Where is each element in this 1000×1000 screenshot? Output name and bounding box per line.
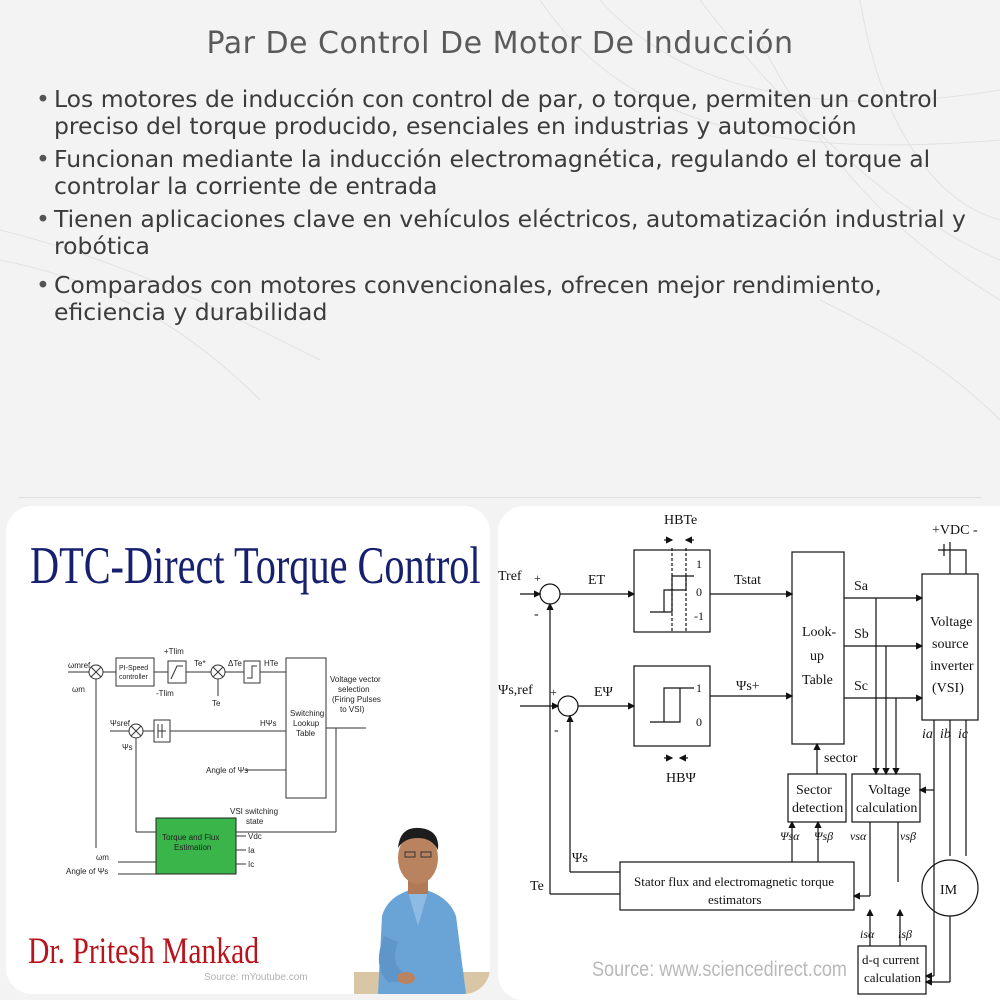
voltage-vector-label: Voltage vector — [330, 675, 381, 684]
svg-text:-: - — [554, 723, 559, 738]
to-vsi-label: to VSI) — [340, 705, 365, 714]
i-s-alpha-label: isα — [860, 927, 875, 941]
pi-speed-label: PI-Speed — [119, 665, 148, 672]
current-ia-label: ia — [922, 727, 933, 742]
sector-detection-label-1: Sector — [796, 783, 832, 798]
hyst-t-level-minus1: -1 — [694, 609, 704, 623]
v-s-beta-label: vsβ — [900, 829, 916, 843]
estimators-label-2: estimators — [708, 892, 761, 907]
sector-detection-label-2: detection — [792, 801, 843, 816]
switching-label: Switching — [290, 709, 324, 718]
motor-im-label: IM — [940, 883, 958, 898]
vdc-input-label: Vdc — [248, 832, 262, 841]
vdc-label: +VDC - — [932, 523, 978, 538]
lookup-label: Lookup — [293, 719, 320, 728]
psi-s-alpha-label: Ψsα — [780, 829, 800, 843]
svg-text:+: + — [534, 571, 541, 585]
switch-sb-label: Sb — [854, 627, 869, 642]
bullet-item: Los motores de inducción con control de … — [36, 86, 976, 140]
dq-label-1: d-q current — [862, 952, 920, 967]
table-label: Table — [296, 729, 316, 738]
dtc-heading: DTC-Direct Torque Control — [30, 537, 481, 595]
hyst-psi-level-1: 1 — [696, 681, 702, 695]
vsi-label-2: source — [932, 637, 969, 652]
omega-m-label: ωm — [72, 685, 85, 694]
dq-label-2: calculation — [864, 970, 922, 985]
plus-tlim-label: +Tlim — [164, 647, 184, 656]
svg-text:+: + — [550, 685, 557, 699]
vsi-label-4: (VSI) — [932, 681, 964, 696]
i-s-beta-label: isβ — [898, 927, 912, 941]
estimator-label-2: Estimation — [174, 843, 211, 852]
selection-label: selection — [338, 685, 370, 694]
delta-te-label: ΔTe — [228, 659, 242, 668]
vsi-switching-label: VSI switching — [230, 807, 278, 816]
hb-te-label: HBTe — [664, 513, 697, 528]
hyst-t-level-0: 0 — [696, 585, 702, 599]
estimator-label-1: Torque and Flux — [162, 833, 219, 842]
bullet-item: Tienen aplicaciones clave en vehículos e… — [36, 206, 976, 260]
angle-psi-label: Angle of Ψs — [206, 766, 248, 775]
bullet-item: Comparados con motores convencionales, o… — [36, 272, 976, 326]
lookup-label-1: Look- — [802, 625, 837, 640]
t-stat-label: Tstat — [734, 573, 761, 588]
te-feedback-label-right: Te — [530, 879, 544, 894]
minus-tlim-label: -Tlim — [156, 689, 174, 698]
bullet-item: Funcionan mediante la inducción electrom… — [36, 146, 976, 200]
estimators-label-1: Stator flux and electromagnetic torque — [634, 874, 834, 889]
omega-mref-label: ωmref — [68, 661, 91, 670]
sector-label: sector — [824, 751, 858, 766]
te-feedback-label: Te — [212, 699, 221, 708]
voltage-calc-label-2: calculation — [856, 801, 917, 816]
author-name: Dr. Pritesh Mankad — [28, 931, 260, 972]
source-caption-left: Source: mYoutube.com — [204, 972, 308, 983]
omega-m-output-label: ωm — [96, 853, 109, 862]
presenter-photo — [348, 796, 490, 994]
psi-s-feedback-label: Ψs — [572, 851, 588, 866]
voltage-calc-label-1: Voltage — [868, 783, 911, 798]
psi-sref-label: Ψsref — [110, 719, 131, 728]
vsi-label-3: inverter — [930, 659, 974, 674]
vsi-state-label: state — [246, 817, 264, 826]
svg-text:-: - — [534, 607, 539, 622]
hyst-psi-level-0: 0 — [696, 715, 702, 729]
vsi-label-1: Voltage — [930, 615, 973, 630]
dtc-block-diagram: ωmref ωm PI-Speed controller +Tlim -Tlim… — [66, 647, 381, 876]
switch-sa-label: Sa — [854, 579, 869, 594]
angle-psi-output-label: Angle of Ψs — [66, 867, 108, 876]
dtc-schematic-panel: Tref + - ET HBTe 1 0 -1 Tstat Ψs,ref + -… — [498, 506, 1000, 1000]
hyst-t-level-1: 1 — [696, 557, 702, 571]
e-psi-label: EΨ — [594, 685, 614, 700]
lookup-label-3: Table — [802, 673, 833, 688]
page-title: Par De Control De Motor De Inducción — [206, 26, 794, 61]
ic-input-label: Ic — [248, 860, 254, 869]
pi-controller-label: controller — [119, 674, 148, 681]
psi-s-beta-label: Ψsβ — [814, 829, 833, 843]
te-star-label: Te* — [194, 659, 206, 668]
dtc-schematic-diagram: Tref + - ET HBTe 1 0 -1 Tstat Ψs,ref + -… — [498, 513, 979, 995]
psi-s-label: Ψs — [122, 743, 133, 752]
h-psi-label: HΨs — [260, 719, 276, 728]
lookup-label-2: up — [810, 649, 824, 664]
divider — [18, 497, 982, 498]
dtc-thumbnail-panel: DTC-Direct Torque Control — [6, 506, 490, 994]
switch-sc-label: Sc — [854, 679, 868, 694]
ia-input-label: Ia — [248, 846, 255, 855]
v-s-alpha-label: vsα — [850, 829, 867, 843]
t-ref-label: Tref — [498, 569, 522, 584]
current-ic-label: ic — [958, 727, 969, 742]
current-ib-label: ib — [940, 727, 951, 742]
ht-e-label: HTe — [264, 659, 279, 668]
firing-pulses-label: (Firing Pulses — [332, 695, 381, 704]
bullet-list: Los motores de inducción con control de … — [36, 86, 976, 332]
e-t-label: ET — [588, 573, 606, 588]
source-caption-right: Source: www.sciencedirect.com — [592, 958, 847, 981]
psi-ref-label: Ψs,ref — [498, 683, 533, 698]
psi-s-plus-label: Ψs+ — [736, 679, 760, 694]
hb-psi-label: HBΨ — [666, 771, 696, 786]
